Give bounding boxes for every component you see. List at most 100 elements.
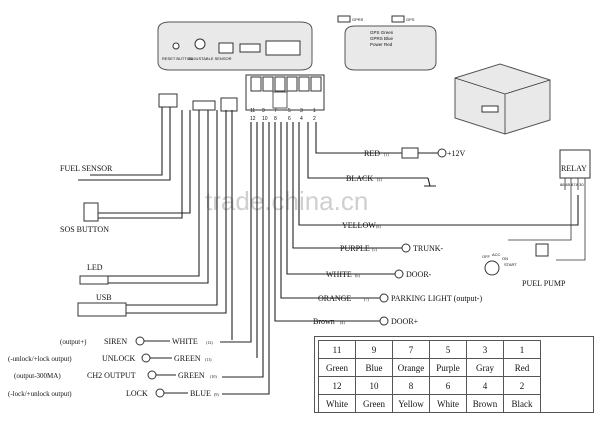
table-cell: 9 bbox=[355, 340, 393, 359]
aux-connectors bbox=[158, 93, 238, 112]
usb-icon bbox=[77, 302, 127, 317]
table-cell: 2 bbox=[503, 376, 541, 395]
svg-text:10: 10 bbox=[262, 116, 268, 122]
svg-text:ON: ON bbox=[502, 256, 508, 261]
table-cell: Gray bbox=[466, 358, 504, 377]
svg-text:ACC: ACC bbox=[492, 252, 501, 257]
svg-text:GPRS Blue: GPRS Blue bbox=[370, 36, 394, 41]
door-plus-label: DOOR+ bbox=[391, 317, 419, 326]
table-cell: 5 bbox=[429, 340, 467, 359]
output-siren: (output+) SIREN WHITE (12) bbox=[60, 336, 213, 346]
pin-color-table: 11 9 7 5 3 1 Green Blue Orange Purple Gr… bbox=[318, 340, 541, 413]
gps-module: GPRS GPS GPS Green GPRS Blue Power Red bbox=[337, 15, 437, 71]
fuel-sensor-label: FUEL SENSOR bbox=[60, 164, 113, 173]
svg-text:WHITE: WHITE bbox=[172, 337, 198, 346]
table-cell: Orange bbox=[392, 358, 430, 377]
svg-text:GPS: GPS bbox=[406, 17, 415, 22]
led-icon bbox=[79, 275, 109, 285]
svg-text:(5): (5) bbox=[372, 247, 377, 252]
purple-wire-label: PURPLE bbox=[340, 244, 370, 253]
svg-text:(output-300MA): (output-300MA) bbox=[14, 372, 61, 380]
harness-connector: 11 9 7 5 3 1 12 10 8 6 4 2 bbox=[245, 74, 325, 122]
table-cell: Yellow bbox=[392, 394, 430, 413]
svg-text:UNLOCK: UNLOCK bbox=[102, 354, 136, 363]
black-wire-label: BLACK bbox=[346, 174, 373, 183]
table-cell: 6 bbox=[429, 376, 467, 395]
svg-text:CH2 OUTPUT: CH2 OUTPUT bbox=[87, 371, 136, 380]
svg-text:SIREN: SIREN bbox=[104, 337, 127, 346]
svg-text:(2): (2) bbox=[377, 177, 382, 182]
table-cell: Green bbox=[355, 394, 393, 413]
sos-button-icon bbox=[83, 202, 99, 222]
table-row: White Green Yellow White Brown Black bbox=[318, 394, 541, 413]
svg-text:(-unlock/+lock output): (-unlock/+lock output) bbox=[8, 355, 72, 363]
led-label: LED bbox=[87, 263, 103, 272]
svg-text:(4): (4) bbox=[340, 320, 345, 325]
brown-wire-label: Brown bbox=[313, 317, 335, 326]
svg-text:8: 8 bbox=[274, 116, 277, 122]
ground-icon bbox=[424, 177, 436, 187]
output-unlock: (-unlock/+lock output) UNLOCK GREEN (11) bbox=[8, 353, 212, 363]
svg-text:(12): (12) bbox=[206, 340, 213, 345]
svg-text:11: 11 bbox=[250, 108, 255, 114]
svg-text:12: 12 bbox=[250, 116, 256, 122]
tracker-device: RESET BUTTON ADJUSTABLE SENSOR bbox=[157, 21, 313, 71]
table-cell: White bbox=[429, 394, 467, 413]
svg-text:(-lock/+unlock output): (-lock/+unlock output) bbox=[8, 390, 72, 398]
red-wire-label: RED bbox=[364, 149, 380, 158]
table-cell: 1 bbox=[503, 340, 541, 359]
svg-text:(8): (8) bbox=[376, 224, 381, 229]
sensor-knob-icon bbox=[194, 38, 206, 50]
svg-text:86 85 87A 30: 86 85 87A 30 bbox=[560, 182, 584, 187]
table-cell: White bbox=[318, 394, 356, 413]
svg-text:6: 6 bbox=[288, 116, 291, 122]
table-row: Green Blue Orange Purple Gray Red bbox=[318, 358, 541, 377]
yellow-wire-label: YELLOW bbox=[342, 221, 376, 230]
svg-text:LOCK: LOCK bbox=[126, 389, 148, 398]
relay: RELAY 86 85 87A 30 OFF ACC ON START PUEL… bbox=[482, 149, 591, 288]
table-cell: 8 bbox=[392, 376, 430, 395]
sos-button-label: SOS BUTTON bbox=[60, 225, 109, 234]
svg-text:(1): (1) bbox=[384, 152, 389, 157]
svg-text:(11): (11) bbox=[205, 357, 212, 362]
svg-text:GPS Green: GPS Green bbox=[370, 30, 394, 35]
output-ch2: (output-300MA) CH2 OUTPUT GREEN (10) bbox=[14, 370, 217, 380]
svg-text:GREEN: GREEN bbox=[174, 354, 201, 363]
svg-text:(7): (7) bbox=[364, 297, 369, 302]
svg-text:BLUE: BLUE bbox=[190, 389, 211, 398]
svg-text:GPRS: GPRS bbox=[352, 17, 364, 22]
tracker-unit-3d bbox=[454, 63, 551, 135]
svg-text:OFF: OFF bbox=[482, 254, 491, 259]
svg-text:Power Red: Power Red bbox=[370, 42, 393, 47]
svg-text:2: 2 bbox=[313, 116, 316, 122]
svg-text:4: 4 bbox=[300, 116, 303, 122]
parking-light-label: PARKING LIGHT (output-) bbox=[391, 294, 482, 303]
reset-button-label: RESET BUTTON bbox=[162, 56, 193, 61]
table-cell: 11 bbox=[318, 340, 356, 359]
white-wire-label: WHITE bbox=[326, 270, 352, 279]
table-cell: 10 bbox=[355, 376, 393, 395]
table-cell: Brown bbox=[466, 394, 504, 413]
svg-text:3: 3 bbox=[300, 108, 303, 114]
table-cell: 4 bbox=[466, 376, 504, 395]
adjust-sensor-label: ADJUSTABLE SENSOR bbox=[188, 56, 232, 61]
power-label: +12V bbox=[447, 149, 466, 158]
table-cell: Blue bbox=[355, 358, 393, 377]
table-cell: Black bbox=[503, 394, 541, 413]
svg-text:RELAY: RELAY bbox=[561, 164, 587, 173]
fuse-icon bbox=[401, 147, 419, 159]
svg-text:(9): (9) bbox=[214, 392, 219, 397]
table-row: 11 9 7 5 3 1 bbox=[318, 340, 541, 359]
table-cell: Red bbox=[503, 358, 541, 377]
orange-wire-label: ORANGE bbox=[318, 294, 351, 303]
svg-text:9: 9 bbox=[262, 108, 265, 114]
table-cell: Purple bbox=[429, 358, 467, 377]
table-cell: 7 bbox=[392, 340, 430, 359]
svg-text:START: START bbox=[504, 262, 517, 267]
door-minus-label: DOOR- bbox=[406, 270, 432, 279]
svg-text:7: 7 bbox=[274, 108, 277, 114]
svg-text:(10): (10) bbox=[210, 374, 217, 379]
svg-text:(output+): (output+) bbox=[60, 338, 87, 346]
fuel-pump-icon bbox=[535, 243, 549, 257]
